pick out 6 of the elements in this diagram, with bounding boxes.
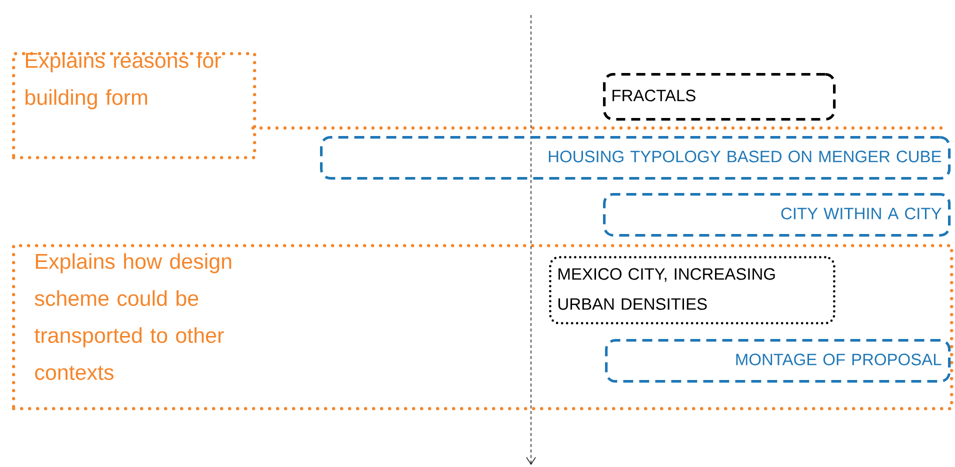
dashed-box: FRACTALS <box>603 73 836 121</box>
dashed-box: HOUSING TYPOLOGY BASED ON MENGER CUBE <box>320 136 951 180</box>
dotted-box: MEXICO CITY, INCREASING URBAN DENSITIES <box>549 256 836 324</box>
dashed-box: CITY WITHIN A CITY <box>603 193 951 237</box>
dashed-box: MONTAGE OF PROPOSAL <box>605 339 951 383</box>
dotted-frame: Explains reasons for building form <box>12 52 256 160</box>
